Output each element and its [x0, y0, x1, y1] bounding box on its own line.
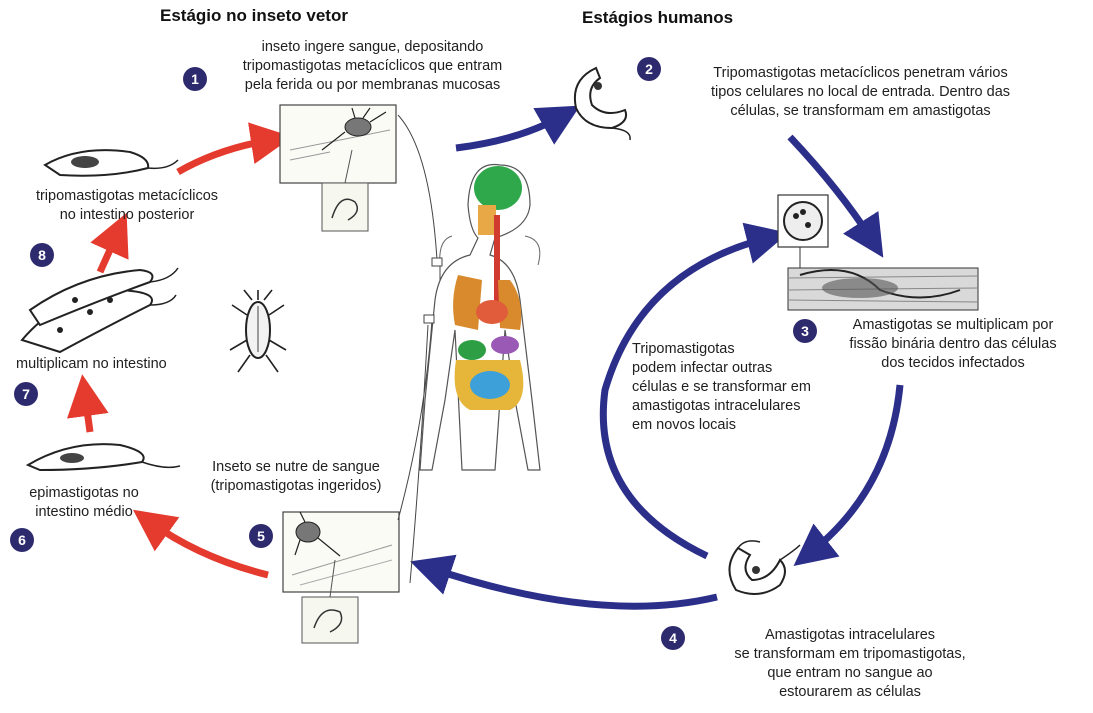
bug-bite-inset-bottom	[283, 512, 399, 643]
step-4-text: Amastigotas intracelulares se transforma…	[700, 626, 1000, 702]
step-3-text: Amastigotas se multiplicam por fissão bi…	[822, 316, 1084, 373]
arrow-8-to-1	[178, 140, 272, 172]
epimastigote-stage-6	[28, 444, 180, 470]
step-6-text: epimastigotas no intestino médio	[10, 484, 158, 522]
step-4-badge: 4	[661, 626, 685, 650]
step-2-text: Tripomastigotas metacíclicos penetram vá…	[668, 64, 1053, 121]
step-5-badge: 5	[249, 524, 273, 548]
reinfection-note: Tripomastigotas podem infectar outras cé…	[632, 340, 852, 435]
step-2-badge: 2	[637, 57, 661, 81]
infected-cell-inset	[778, 195, 828, 268]
kissing-bug-illustration	[230, 290, 286, 372]
epimastigotes-multiplying	[22, 268, 178, 352]
trypomastigote-stage-8	[45, 150, 178, 176]
arrow-1-to-2	[456, 116, 562, 148]
step-1-text: inseto ingere sangue, depositando tripom…	[205, 38, 540, 95]
arrow-6-to-7	[85, 395, 90, 432]
arrow-7-to-8	[100, 232, 118, 272]
step-7-badge: 7	[14, 382, 38, 406]
step-1-badge: 1	[183, 67, 207, 91]
step-8-badge: 8	[30, 243, 54, 267]
step-8-text: tripomastigotas metacíclicos no intestin…	[12, 187, 242, 225]
vector-stage-heading: Estágio no inseto vetor	[160, 6, 348, 26]
step-7-text: multiplicam no intestino	[16, 355, 206, 374]
human-stage-heading: Estágios humanos	[582, 8, 733, 28]
muscle-tissue-illustration	[788, 268, 978, 310]
step-5-text: Inseto se nutre de sangue (tripomastigot…	[182, 458, 410, 496]
human-body-illustration	[420, 165, 540, 471]
arrow-4-to-5	[430, 568, 717, 606]
step-6-badge: 6	[10, 528, 34, 552]
bug-bite-inset-top	[280, 105, 396, 231]
trypomastigote-stage-4	[729, 541, 800, 594]
trypomastigote-stage-2	[575, 68, 630, 140]
